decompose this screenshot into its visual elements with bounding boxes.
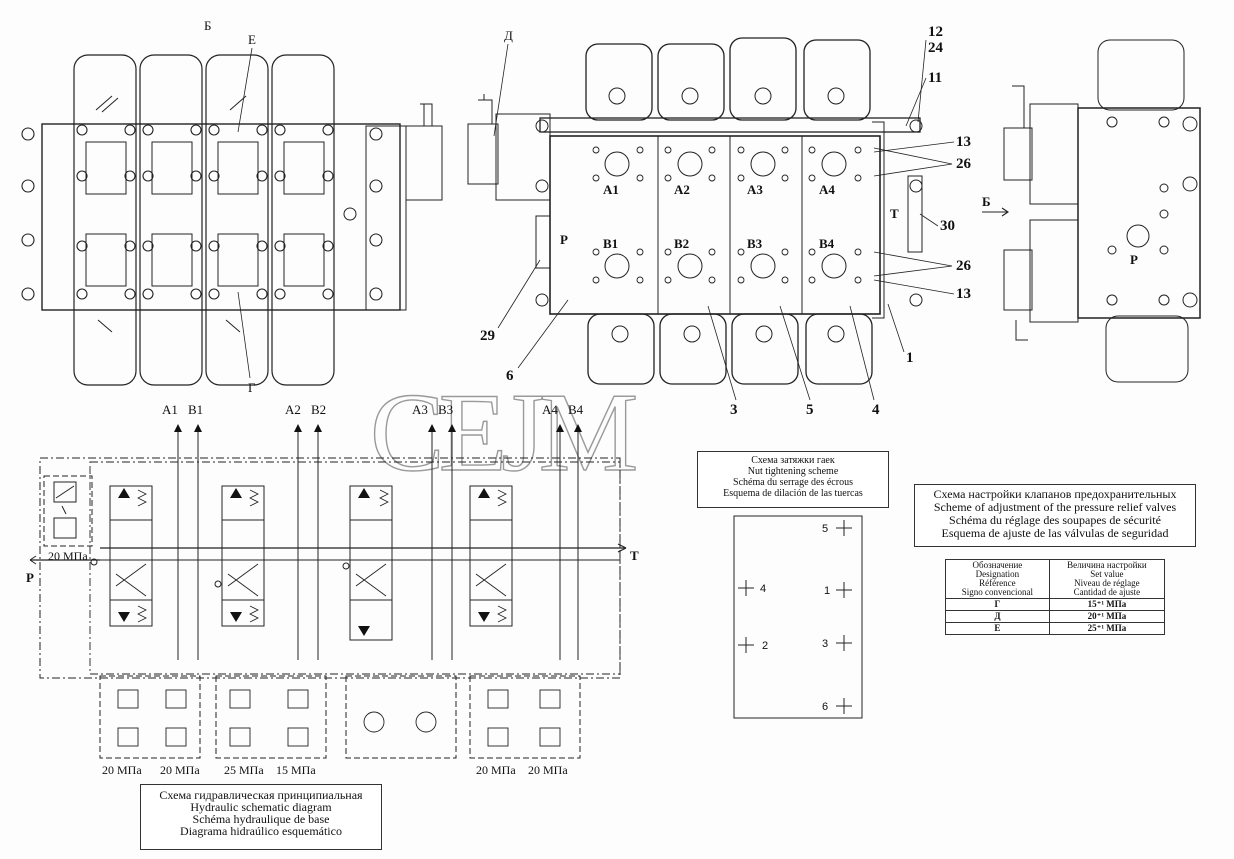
port-p: P [560,232,568,247]
marker-g: Г [248,380,256,395]
relief-label-5: 20 МПа [476,763,516,777]
schem-port-a3: A3 [412,402,428,417]
center-valve-view [467,37,923,385]
hydraulic-title-fr: Schéma hydraulique de base [192,812,330,826]
schem-port-a2: A2 [285,402,301,417]
relief-settings-table: Обозначение Designation Référence Signo … [945,559,1166,635]
nut-title-ru: Схема затяжки гаек [751,455,835,466]
nut-number-4: 4 [760,583,766,595]
callout-29: 29 [480,328,495,344]
callout-26b: 26 [956,258,972,274]
relief-title-en: Scheme of adjustment of the pressure rel… [933,500,1177,514]
port-a2: A2 [674,182,690,197]
table-row: Г 15⁺¹ МПа [945,598,1166,611]
nut-number-1: 1 [824,585,830,597]
main-relief-label: 20 МПа [48,549,88,563]
schem-port-a1: A1 [162,402,178,417]
value-cell: 25⁺¹ МПа [1048,622,1166,635]
nut-title-en: Nut tightening scheme [747,466,839,477]
header-left-fr: Référence [979,578,1016,588]
port-a3: A3 [747,182,763,197]
schem-port-b3: B3 [438,402,453,417]
callout-5: 5 [806,402,814,418]
relief-label-2: 20 МПа [160,763,200,777]
hydraulic-schematic [29,424,627,759]
callout-12: 12 [928,24,943,40]
schem-port-b1: B1 [188,402,203,417]
schem-t-label: T [630,548,639,563]
relief-label-1: 20 МПа [102,763,142,777]
settings-header-value: Величина настройки Set value Niveau de r… [1048,559,1166,599]
nut-tightening-scheme [733,515,863,719]
hydraulic-title-ru: Схема гидравлическая принципиальная [159,788,363,802]
hydraulic-title-en: Hydraulic schematic diagram [190,800,332,814]
callout-1: 1 [906,350,914,366]
schem-port-a4: A4 [542,402,558,417]
relief-title-box: Схема настройки клапанов предохранительн… [914,484,1196,547]
callout-13b: 13 [956,286,971,302]
nut-title-es: Esquema de dilación de las tuercas [723,488,863,499]
relief-label-3: 25 МПа [224,763,264,777]
port-t: T [890,206,899,221]
callout-24: 24 [928,40,944,56]
relief-label-6: 20 МПа [528,763,568,777]
watermark: CEJM [370,371,636,495]
schem-p-label: P [26,570,34,585]
nut-number-5: 5 [822,523,828,535]
marker-d: Д [504,28,513,43]
port-b1: B1 [603,236,618,251]
port-a4: A4 [819,182,835,197]
relief-title-ru: Схема настройки клапанов предохранительн… [933,487,1177,501]
value-cell: 20⁺¹ МПа [1048,610,1166,623]
nut-number-3: 3 [822,638,828,650]
settings-header-designation: Обозначение Designation Référence Signo … [945,559,1050,599]
relief-label-4: 15 МПа [276,763,316,777]
callout-30: 30 [940,218,955,234]
designation-cell: Е [945,622,1050,635]
callout-3: 3 [730,402,738,418]
header-right-fr: Niveau de réglage [1074,578,1140,588]
table-row: Е 25⁺¹ МПа [945,622,1166,635]
right-valve-view [1003,39,1201,383]
table-row: Д 20⁺¹ МПа [945,610,1166,623]
callout-4: 4 [872,402,880,418]
nut-title-box: Схема затяжки гаек Nut tightening scheme… [697,451,889,508]
designation-cell: Г [945,598,1050,611]
nut-number-6: 6 [822,701,828,713]
port-b3: B3 [747,236,763,251]
callout-11: 11 [928,70,942,86]
right-port-p: P [1130,252,1138,267]
right-view-label-b: Б [982,194,991,209]
value-cell: 15⁺¹ МПа [1048,598,1166,611]
settings-header-row: Обозначение Designation Référence Signo … [945,559,1166,599]
hydraulic-title-box: Схема гидравлическая принципиальная Hydr… [140,784,382,850]
header-right-ru: Величина настройки [1067,560,1147,570]
schem-port-b4: B4 [568,402,584,417]
port-a1: A1 [603,182,619,197]
designation-cell: Д [945,610,1050,623]
header-right-en: Set value [1090,569,1124,579]
marker-e: Е [248,32,256,47]
schem-port-b2: B2 [311,402,326,417]
relief-title-fr: Schéma du réglage des soupapes de sécuri… [949,513,1161,527]
hydraulic-title-es: Diagrama hidraúlico esquemático [180,824,342,838]
callout-13a: 13 [956,134,971,150]
callout-26a: 26 [956,156,972,172]
port-b4: B4 [819,236,835,251]
nut-title-fr: Schéma du serrage des écrous [733,477,853,488]
callout-6: 6 [506,368,514,384]
header-left-es: Signo convencional [961,587,1034,597]
port-b2: B2 [674,236,689,251]
header-left-en: Designation [975,569,1020,579]
relief-title-es: Esquema de ajuste de las válvulas de seg… [941,526,1169,540]
left-valve-view [21,54,443,386]
header-left-ru: Обозначение [972,560,1023,570]
header-right-es: Cantidad de ajuste [1073,587,1141,597]
view-label-b: Б [204,18,211,33]
nut-number-2: 2 [762,640,768,652]
